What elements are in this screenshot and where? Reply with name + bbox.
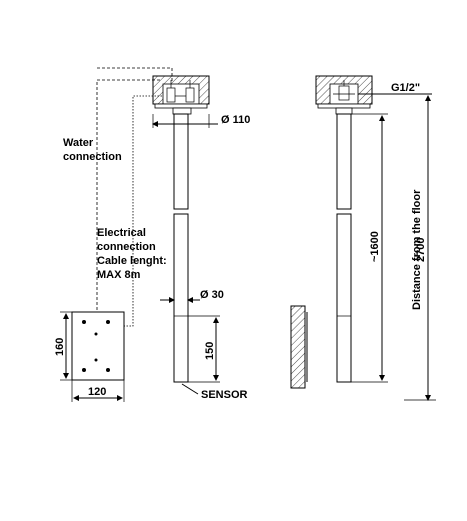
distance-floor-label: Distance from the floor — [411, 189, 423, 310]
electrical-connection-line — [122, 95, 162, 327]
wall-plate-front — [154, 103, 208, 109]
wall-box-side — [290, 305, 306, 389]
water-label-line1: Water — [63, 137, 94, 149]
head-diameter-label: Ø 110 — [221, 114, 250, 126]
side-view: G1/2" ~1600 2700 Distance from the floor — [290, 75, 436, 401]
pipe-upper-front — [173, 113, 189, 210]
sensor-height-label: 150 — [204, 342, 216, 360]
box-height-label: 160 — [54, 338, 66, 356]
floor-distance-label: 2700 — [415, 238, 427, 262]
pipe-upper-side — [336, 113, 352, 210]
elec-label-line3: Cable lenght: — [97, 255, 167, 267]
elec-label-line1: Electrical — [97, 227, 146, 239]
pipe-lower-side — [336, 213, 352, 383]
water-connection-line — [96, 79, 160, 350]
front-view: Ø 110 Ø 30 150 SENSOR Water connection E… — [54, 67, 250, 402]
sensor-label: SENSOR — [201, 389, 248, 401]
pipe-diameter-label: Ø 30 — [200, 289, 224, 301]
water-label-line2: connection — [63, 151, 122, 163]
elec-label-line2: connection — [97, 241, 156, 253]
elec-label-line4: MAX 8m — [97, 269, 141, 281]
pipe-length-label: ~1600 — [369, 231, 381, 262]
box-width-label: 120 — [88, 386, 106, 398]
thread-label: G1/2" — [391, 82, 420, 94]
pipe-lower-front — [173, 213, 189, 383]
control-box — [71, 311, 125, 381]
